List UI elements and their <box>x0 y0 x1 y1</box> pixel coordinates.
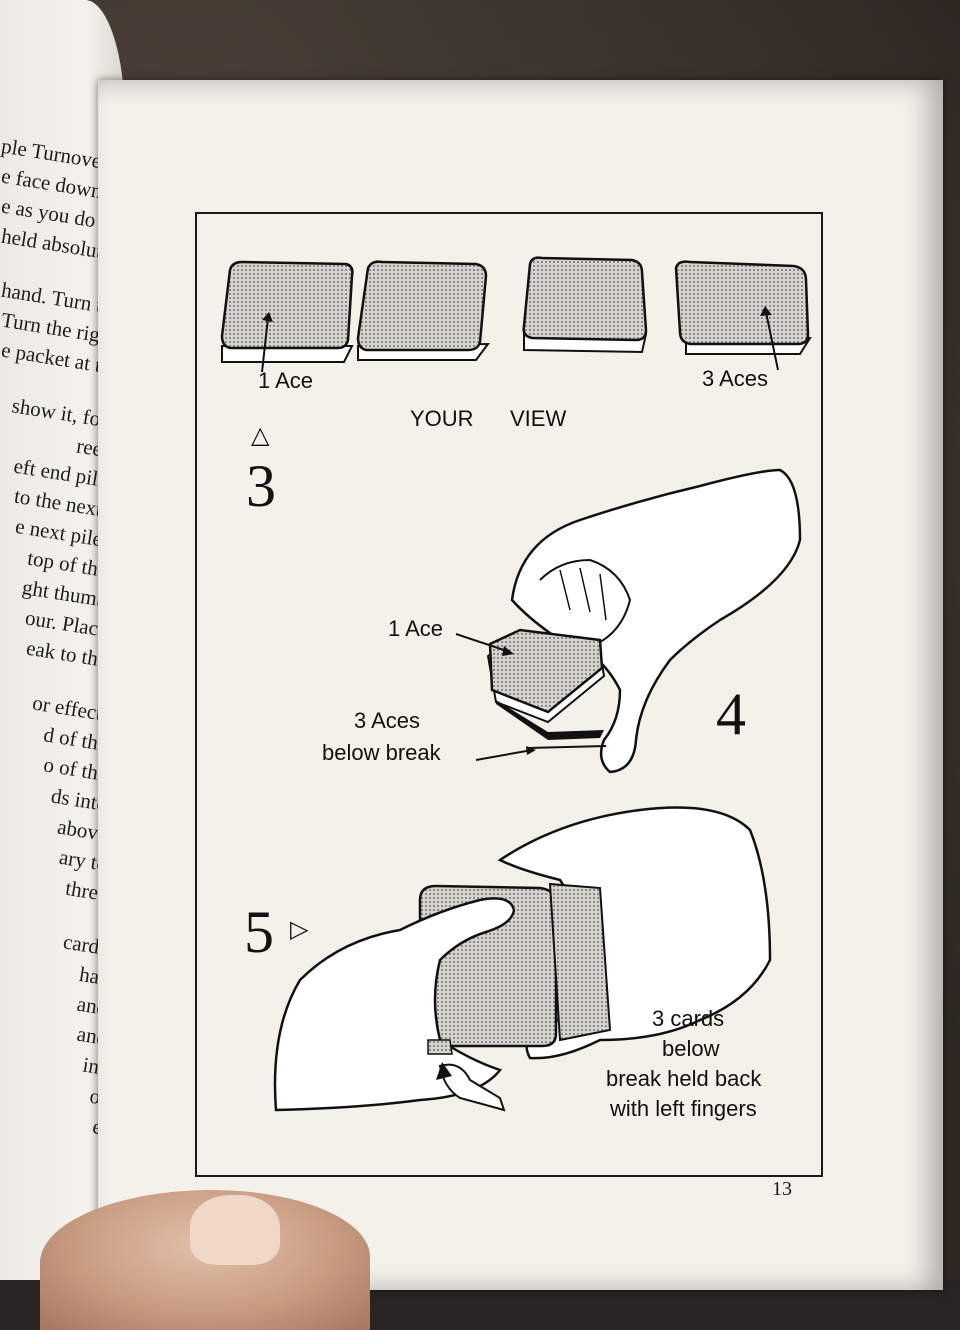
label-3-aces-step4: 3 Aces <box>354 708 421 733</box>
card-pile-2 <box>356 260 491 361</box>
instruction-illustration <box>220 256 812 1112</box>
label-below-break: below break <box>322 740 441 765</box>
illustration-frame <box>195 212 823 1177</box>
step-number-5: 5 <box>244 899 274 965</box>
label-below: below <box>662 1036 720 1061</box>
step-number-3: 3 <box>246 453 276 519</box>
page-number: 13 <box>772 1178 792 1200</box>
thumbnail-nail <box>190 1195 280 1265</box>
card-pile-1 <box>220 260 354 363</box>
label-break-held-back: break held back <box>606 1066 762 1091</box>
label-1-ace-step4: 1 Ace <box>388 616 444 641</box>
card-pile-4 <box>674 260 812 355</box>
triangle-right-icon: ▷ <box>290 916 309 943</box>
label-with-left-fingers: with left fingers <box>610 1096 757 1121</box>
label-your: YOUR <box>410 406 474 431</box>
step5-hands-drawing <box>273 806 772 1112</box>
step4-hand-drawing <box>486 468 802 774</box>
label-3-cards: 3 cards <box>652 1006 725 1031</box>
label-view: VIEW <box>510 406 567 431</box>
label-3-aces-top: 3 Aces <box>702 366 769 391</box>
triangle-up-icon: △ <box>251 422 270 449</box>
label-1-ace-top: 1 Ace <box>258 368 314 393</box>
card-pile-3 <box>522 256 648 354</box>
step-number-4: 4 <box>716 681 746 747</box>
